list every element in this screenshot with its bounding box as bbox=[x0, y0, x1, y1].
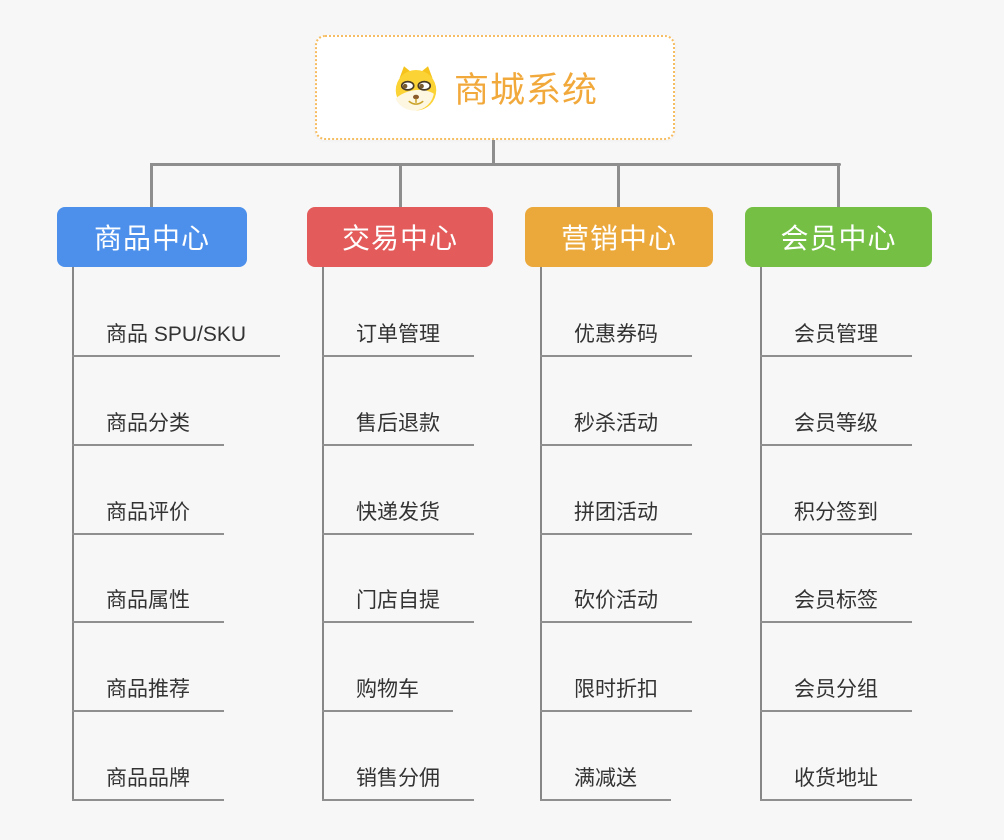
connector-drop bbox=[150, 163, 153, 207]
leaf-node[interactable]: 会员标签 bbox=[760, 575, 912, 623]
leaf-node[interactable]: 会员等级 bbox=[760, 398, 912, 446]
leaf-node[interactable]: 商品属性 bbox=[72, 575, 224, 623]
branch-label: 会员中心 bbox=[780, 223, 897, 254]
leaf-node[interactable]: 收货地址 bbox=[760, 753, 912, 801]
branch-label: 商品中心 bbox=[93, 223, 210, 254]
branch-product-center[interactable]: 商品中心 bbox=[57, 207, 247, 267]
leaf-node[interactable]: 销售分佣 bbox=[322, 753, 474, 801]
branch-trade-center[interactable]: 交易中心 bbox=[307, 207, 493, 267]
leaf-node[interactable]: 订单管理 bbox=[322, 309, 474, 357]
branch-marketing-center[interactable]: 营销中心 bbox=[525, 207, 713, 267]
root-node[interactable]: 商城系统 bbox=[315, 35, 675, 140]
connector-drop bbox=[399, 163, 402, 207]
connector-drop bbox=[837, 163, 840, 207]
leaf-node[interactable]: 购物车 bbox=[322, 664, 453, 712]
branch-member-center[interactable]: 会员中心 bbox=[745, 207, 932, 267]
branch-label: 营销中心 bbox=[560, 223, 677, 254]
leaf-node[interactable]: 积分签到 bbox=[760, 487, 912, 535]
leaf-node[interactable]: 售后退款 bbox=[322, 398, 474, 446]
leaf-node[interactable]: 商品推荐 bbox=[72, 664, 224, 712]
leaf-node[interactable]: 商品分类 bbox=[72, 398, 224, 446]
leaf-node[interactable]: 快递发货 bbox=[322, 487, 474, 535]
leaf-node[interactable]: 会员管理 bbox=[760, 309, 912, 357]
leaf-node[interactable]: 砍价活动 bbox=[540, 575, 692, 623]
leaf-node[interactable]: 会员分组 bbox=[760, 664, 912, 712]
branch-label: 交易中心 bbox=[341, 223, 458, 254]
leaf-node[interactable]: 商品品牌 bbox=[72, 753, 224, 801]
root-title: 商城系统 bbox=[453, 71, 598, 110]
leaf-node[interactable]: 商品评价 bbox=[72, 487, 224, 535]
leaf-node[interactable]: 商品 SPU/SKU bbox=[72, 309, 281, 357]
leaf-node[interactable]: 门店自提 bbox=[322, 575, 474, 623]
leaf-node[interactable]: 优惠券码 bbox=[540, 309, 692, 357]
connector-drop bbox=[617, 163, 620, 207]
connector-rail bbox=[150, 163, 841, 166]
leaf-node[interactable]: 拼团活动 bbox=[540, 487, 692, 535]
doge-icon bbox=[392, 65, 438, 113]
leaf-node[interactable]: 满减送 bbox=[540, 753, 671, 801]
leaf-node[interactable]: 限时折扣 bbox=[540, 664, 692, 712]
leaf-node[interactable]: 秒杀活动 bbox=[540, 398, 692, 446]
connector-root-stem bbox=[492, 140, 495, 166]
